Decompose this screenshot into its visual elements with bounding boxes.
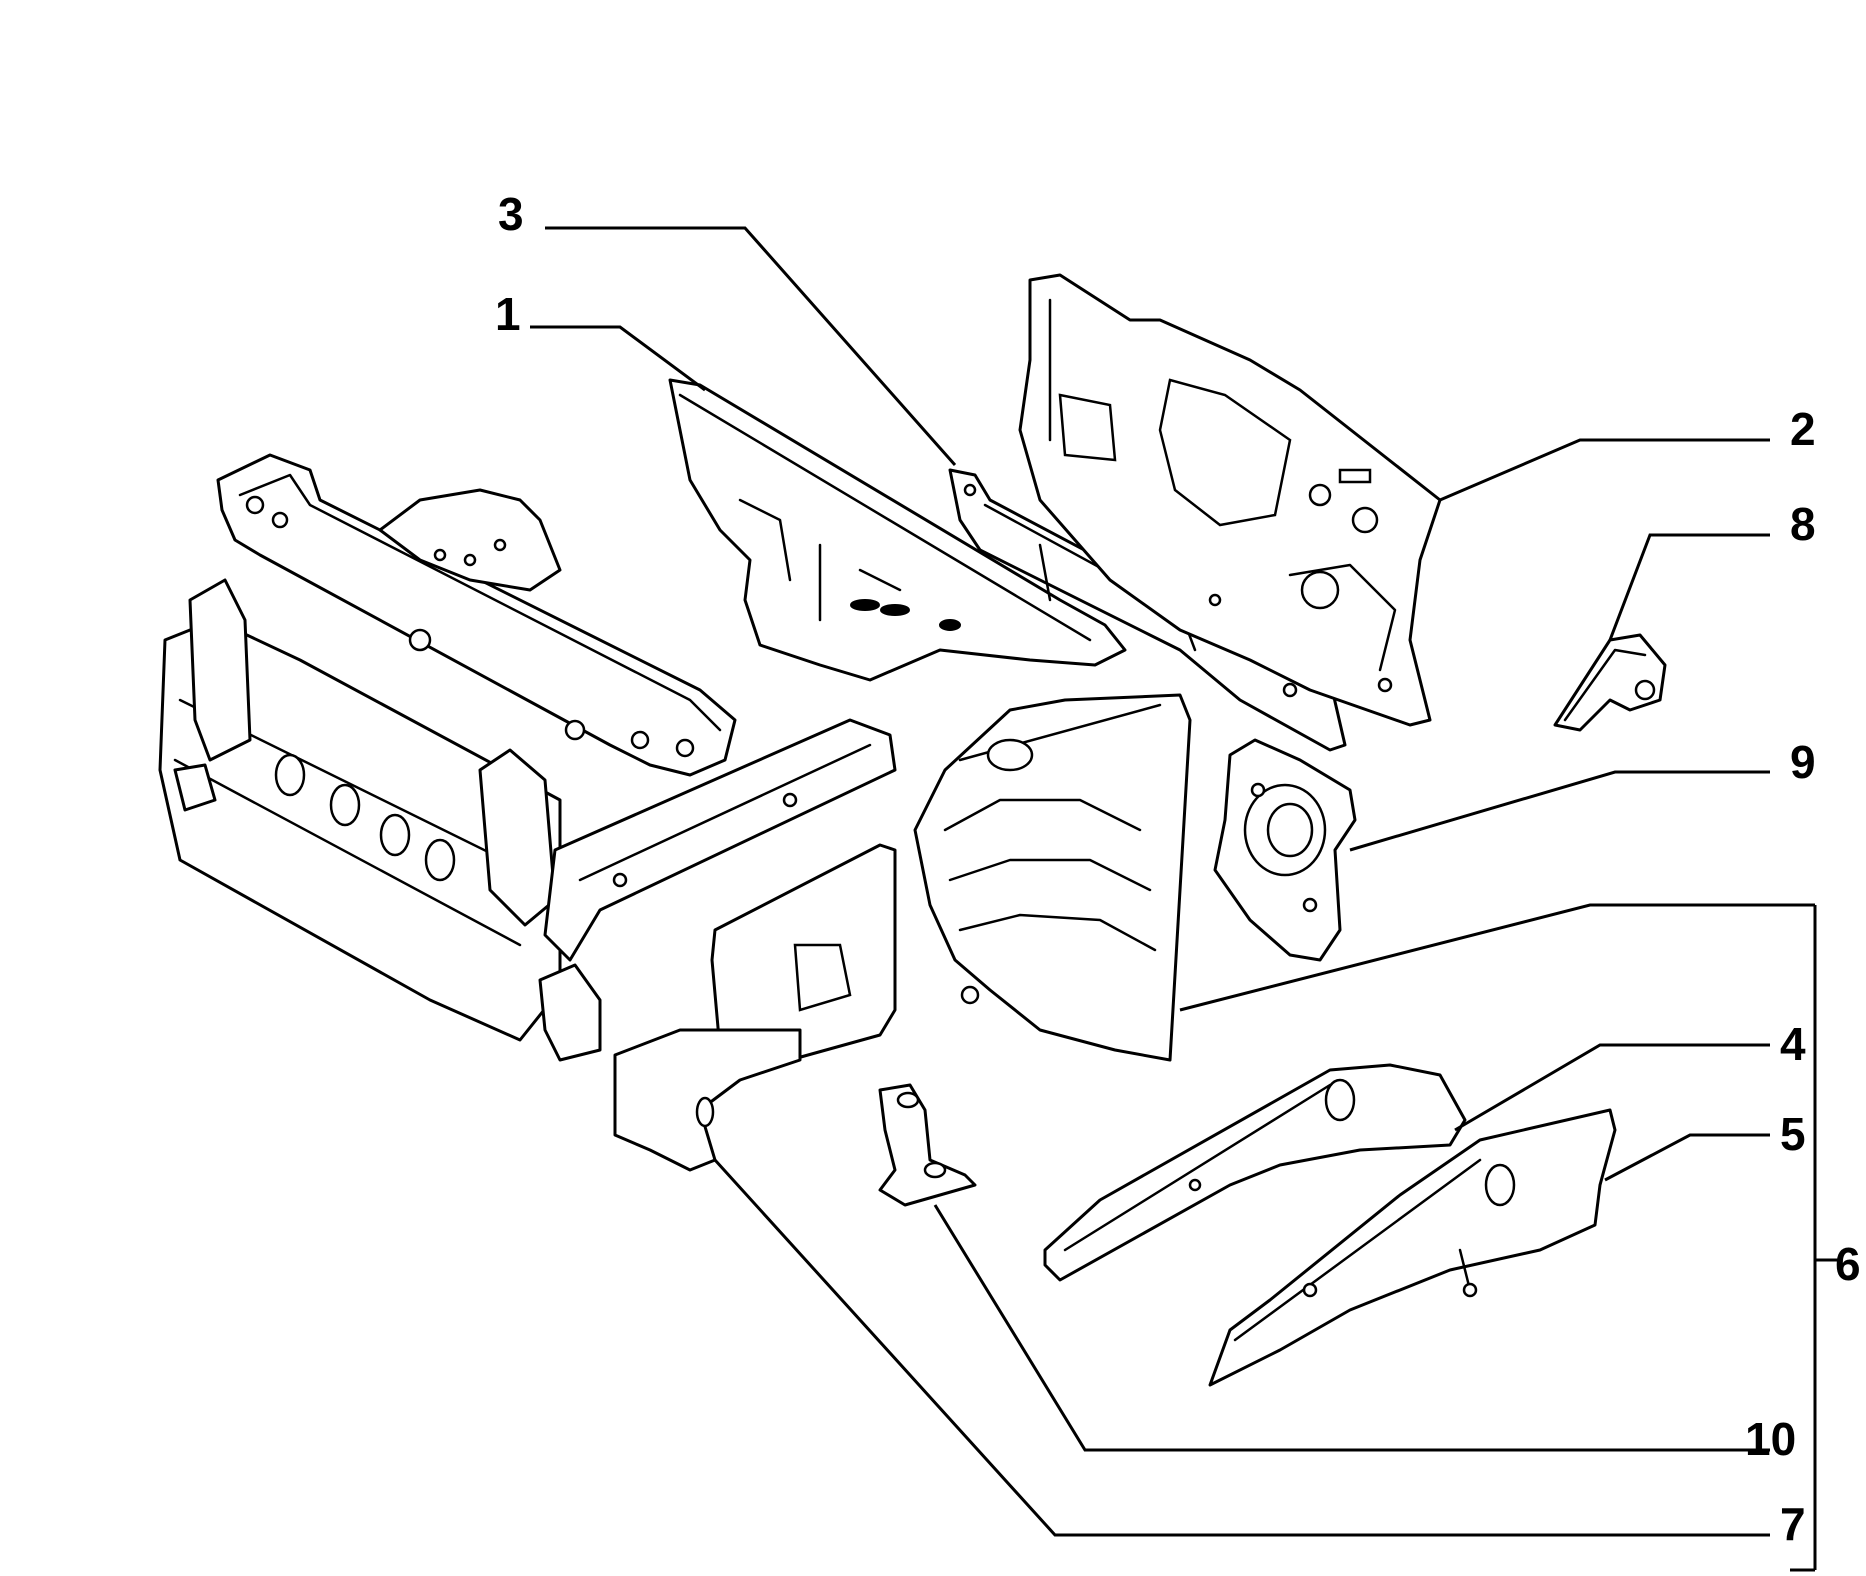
part-4-side-member	[1043, 1063, 1467, 1282]
callout-6: 6	[1835, 1238, 1861, 1290]
callout-9: 9	[1790, 736, 1816, 788]
callout-5: 5	[1780, 1108, 1806, 1160]
leader-lines	[530, 226, 1840, 1572]
part-7-lower-apron	[613, 1028, 802, 1172]
part-9-shock-tower-plate	[1213, 738, 1357, 962]
part-2-bulkhead-panel	[1018, 273, 1442, 727]
wheel-arch-inner-panel	[710, 693, 1192, 1062]
callout-1: 1	[495, 288, 521, 340]
part-8-angle-bracket	[1553, 633, 1667, 732]
callout-2: 2	[1790, 403, 1816, 455]
callout-10: 10	[1745, 1413, 1796, 1465]
callout-4: 4	[1780, 1018, 1806, 1070]
callout-labels: 1 3 2 8 9 4 5 6 10 7	[495, 188, 1861, 1550]
callout-3: 3	[498, 188, 524, 240]
front-frame-assembly	[158, 453, 897, 1062]
callout-7: 7	[1780, 1498, 1806, 1550]
part-1-cowl-panel	[668, 378, 1127, 682]
callout-8: 8	[1790, 498, 1816, 550]
part-10-small-bracket	[878, 1083, 977, 1207]
part-5-side-member-lower	[1208, 1108, 1617, 1387]
